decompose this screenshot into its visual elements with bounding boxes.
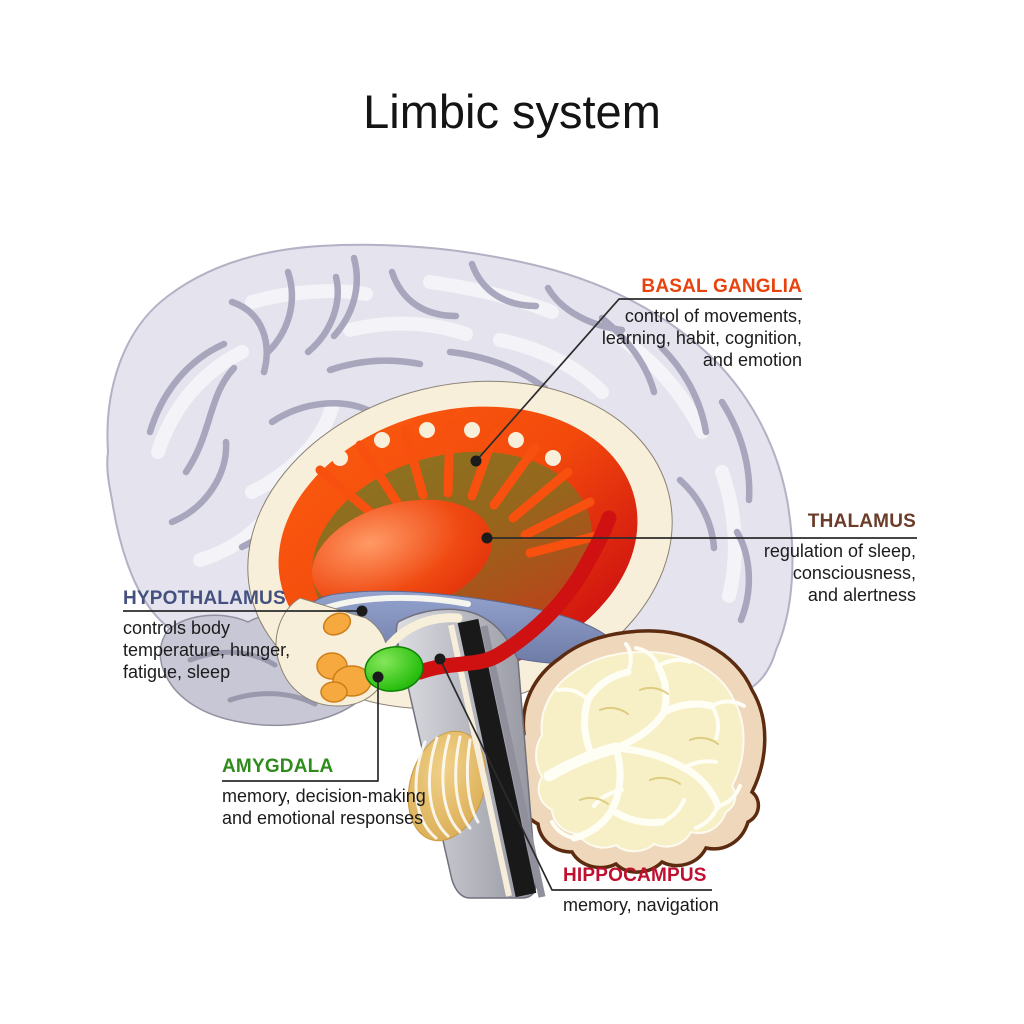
leader-lines <box>123 298 917 891</box>
brainstem-cream-edge <box>381 613 463 655</box>
basal-ganglia-spokes <box>315 420 605 558</box>
hypothalamus-heading: HYPOTHALAMUS <box>123 588 286 609</box>
page-title: Limbic system <box>363 85 661 138</box>
basal-ganglia-description: control of movements, learning, habit, c… <box>601 306 802 370</box>
basal-ganglia-heading: BASAL GANGLIA <box>641 276 802 297</box>
sulci-lines <box>146 254 753 624</box>
leader-dots <box>356 455 493 683</box>
hippocampus-tail-shape <box>412 510 617 680</box>
hypothalamus-dot <box>356 605 368 617</box>
amygdala-leader <box>222 677 379 782</box>
pituitary-shapes <box>316 612 372 703</box>
cerebellum-veins <box>579 686 719 805</box>
thalamus-heading: THALAMUS <box>807 511 916 532</box>
basal-ganglia-dot <box>470 455 482 467</box>
label-basal-ganglia: BASAL GANGLIA control of movements, lear… <box>602 276 802 371</box>
cerebellum-shape <box>514 629 767 874</box>
hippocampus-dot <box>434 653 446 665</box>
hypothalamus-description: controls body temperature, hunger, fatig… <box>123 618 291 682</box>
fornix-band <box>317 594 471 613</box>
amygdala-description: memory, decision-making and emotional re… <box>222 786 426 828</box>
hippocampus-heading: HIPPOCAMPUS <box>563 865 707 886</box>
hippocampus-leader <box>439 658 712 891</box>
label-hypothalamus: HYPOTHALAMUS controls body temperature, … <box>123 588 290 683</box>
label-amygdala: AMYGDALA memory, decision-making and emo… <box>222 756 426 829</box>
ring-teeth <box>332 422 561 466</box>
label-hippocampus: HIPPOCAMPUS memory, navigation <box>563 865 719 916</box>
thalamus-dot <box>481 532 493 544</box>
basal-ganglia-leader <box>475 298 802 462</box>
amygdala-dot <box>372 671 384 683</box>
amygdala-heading: AMYGDALA <box>222 756 334 777</box>
brainstem-gray-edge <box>480 625 546 898</box>
arbor-vitae <box>543 642 746 842</box>
thalamus-description: regulation of sleep, consciousness, and … <box>763 541 916 605</box>
hippocampus-description: memory, navigation <box>563 895 719 915</box>
putamen-shape <box>312 499 492 615</box>
label-thalamus: THALAMUS regulation of sleep, consciousn… <box>764 511 916 606</box>
pons-shape <box>407 730 487 842</box>
